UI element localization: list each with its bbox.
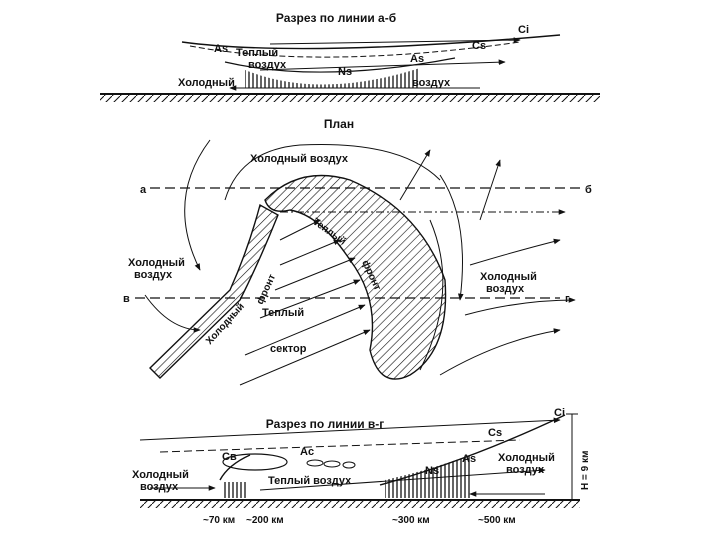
distance-300: ~300 км	[392, 515, 430, 526]
warm-front-zone	[264, 174, 447, 380]
cloud-base	[224, 57, 456, 73]
ground-hatch	[100, 94, 600, 102]
top-warm-label-1: Теплый	[236, 47, 278, 59]
upper-flow-dashed	[159, 439, 521, 453]
bottom-ac-label: Ac	[300, 446, 314, 458]
warm-sector-label-1: Теплый	[262, 307, 304, 319]
warm-air-arrow-bottom	[259, 467, 546, 491]
sector-arrow-2	[279, 239, 341, 266]
bottom-warm-air-label: Теплый воздух	[268, 475, 352, 487]
top-warm-label-2: воздух	[248, 59, 287, 71]
top-cross-section: Разрез по линии а-б Ci Cs As As Ns Теплы…	[100, 11, 600, 102]
cold-air-arrow-right-2	[464, 297, 576, 316]
sector-arrow-5	[244, 304, 366, 356]
top-ns-label: Ns	[338, 66, 352, 78]
warm-sector-label-2: сектор	[270, 343, 307, 355]
outflow-arrow-top	[399, 149, 431, 201]
cold-front-label-2: фронт	[254, 272, 278, 306]
bottom-cold-right-2: воздух	[506, 464, 545, 476]
ac-cloud-2	[323, 460, 341, 468]
plan-line-a-label: а	[140, 184, 147, 196]
bottom-cold-right-1: Холодный	[498, 452, 555, 464]
warm-air-arrow-lower	[259, 59, 506, 71]
outflow-arrow-right	[479, 159, 501, 221]
isobar-arc-right	[439, 174, 464, 301]
ns-precipitation	[245, 68, 420, 88]
plan-cold-left-1: Холодный	[128, 257, 185, 269]
warm-air-arrow-upper	[269, 37, 521, 45]
top-cold-right-label: воздух	[412, 77, 451, 89]
top-cold-left-label: Холодный	[178, 77, 235, 89]
ac-cloud-3	[342, 461, 356, 469]
plan-line-g-label: г	[565, 293, 570, 305]
bottom-cs-label: Cs	[488, 427, 502, 439]
bottom-cross-section: Разрез по линии в-г Ci Cs Cв Ac Ns As Хо…	[132, 407, 591, 526]
sector-arrow-6	[239, 329, 371, 386]
top-cs-label: Cs	[472, 40, 486, 52]
plan-cold-air-top: Холодный воздух	[250, 153, 349, 165]
bottom-cold-front	[219, 454, 251, 481]
upper-flow-arrow	[139, 417, 561, 441]
cb-cloud	[222, 453, 288, 471]
bottom-cold-left-2: воздух	[140, 481, 179, 493]
bottom-cb-label: Cв	[222, 451, 237, 463]
plan-line-v-label: в	[123, 293, 130, 305]
cold-air-arrow-right	[469, 238, 561, 266]
distance-200: ~200 км	[246, 515, 284, 526]
plan-view: План Холодный воздух а б в г Холод	[123, 117, 592, 386]
cold-air-arrow-left	[144, 294, 201, 333]
sector-arrow-4	[259, 279, 361, 319]
bottom-cold-left-1: Холодный	[132, 469, 189, 481]
bottom-as-label: As	[462, 453, 476, 465]
plan-section-title: План	[324, 117, 354, 131]
bottom-ci-label: Ci	[554, 407, 565, 419]
plan-cold-left-2: воздух	[134, 269, 173, 281]
sector-arrow-3	[274, 257, 356, 291]
plan-cold-right-2: воздух	[486, 283, 525, 295]
isobar-arc-top	[224, 143, 441, 201]
cb-precipitation	[222, 482, 248, 498]
isobar-arc-left	[184, 139, 211, 271]
plan-cold-right-1: Холодный	[480, 271, 537, 283]
top-as-right-label: As	[410, 53, 424, 65]
bottom-ground-hatch	[140, 500, 580, 508]
plan-line-b-label: б	[585, 184, 592, 196]
warm-front-upper	[189, 41, 521, 58]
top-section-title: Разрез по линии а-б	[276, 11, 396, 25]
cold-front-zone	[149, 203, 279, 379]
height-label: H = 9 км	[580, 451, 591, 490]
distance-70: ~70 км	[203, 515, 235, 526]
distance-500: ~500 км	[478, 515, 516, 526]
bottom-section-title: Разрез по линии в-г	[266, 417, 385, 431]
ns-precipitation-bottom	[385, 455, 470, 498]
ac-cloud-1	[306, 459, 324, 467]
sector-arrow-1	[279, 219, 321, 241]
top-ci-label: Ci	[518, 24, 529, 36]
cold-air-arrow-right-3	[439, 328, 561, 376]
top-as-left-label: As	[214, 43, 228, 55]
bottom-ns-label: Ns	[425, 465, 439, 477]
